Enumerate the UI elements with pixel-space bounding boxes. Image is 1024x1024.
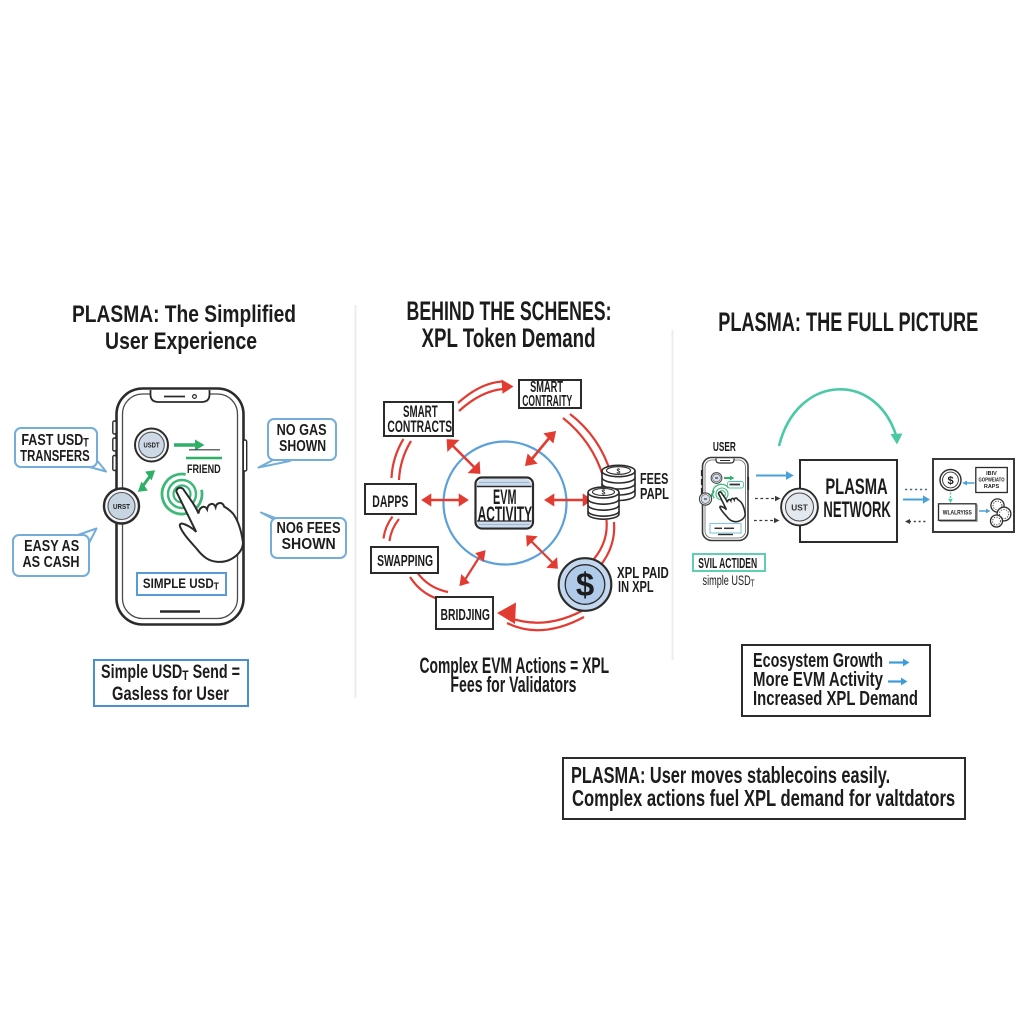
- svg-text:GOPWEIATO: GOPWEIATO: [979, 478, 1006, 484]
- svg-text:URST: URST: [113, 502, 131, 511]
- svg-text:$: $: [947, 475, 953, 487]
- svg-text:$: $: [576, 566, 594, 603]
- svg-text:$: $: [617, 469, 621, 476]
- svg-text:$: $: [602, 490, 606, 497]
- svg-text:WLALRYISS: WLALRYISS: [943, 510, 972, 517]
- svg-text:RAPS: RAPS: [984, 484, 1000, 490]
- svg-text:IBIV: IBIV: [986, 471, 997, 477]
- svg-text:USDT: USDT: [144, 443, 161, 450]
